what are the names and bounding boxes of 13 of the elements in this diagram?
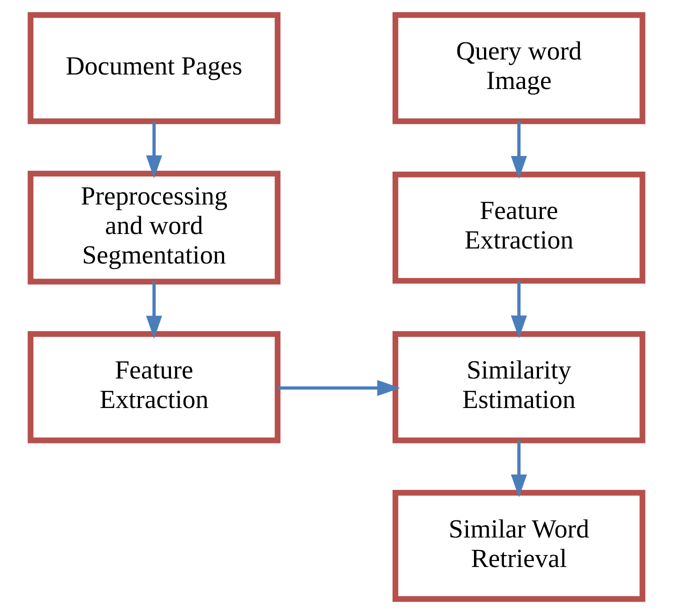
- node-box: Document Pages: [28, 12, 280, 124]
- arrow: [146, 282, 162, 339]
- node-box: Similar Word Retrieval: [392, 490, 646, 602]
- arrow: [510, 122, 527, 179]
- arrow: [146, 122, 162, 178]
- node-box: Query word Image: [392, 12, 646, 124]
- node-box: Feature Extraction: [392, 172, 646, 284]
- arrow: [278, 380, 400, 396]
- arrow: [510, 440, 527, 498]
- node-box: Preprocessing and word Segmentation: [28, 170, 280, 284]
- node-box: Feature Extraction: [28, 331, 280, 444]
- node-box: Similarity Estimation: [392, 331, 646, 444]
- arrow: [510, 281, 527, 338]
